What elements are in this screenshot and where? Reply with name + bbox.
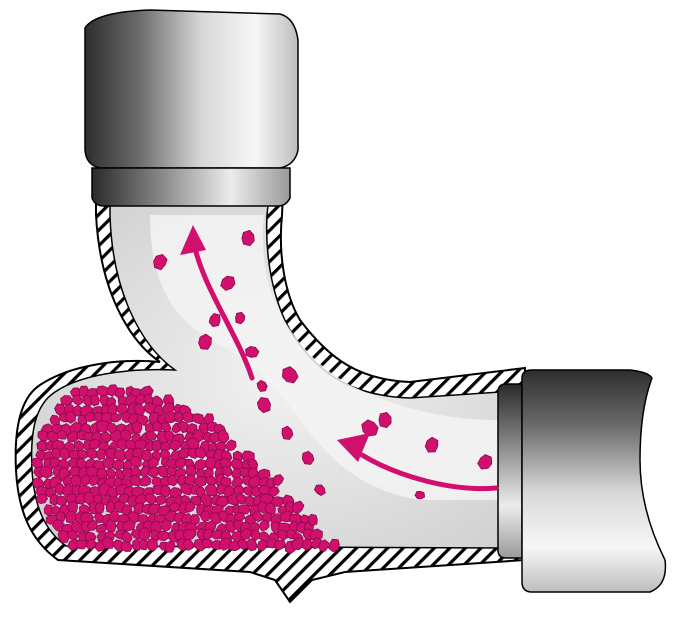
pocket-particle <box>147 538 157 551</box>
top-collar <box>92 168 290 206</box>
top-cap <box>85 10 298 168</box>
side-cap <box>522 370 665 592</box>
pocket-particle <box>110 414 120 422</box>
pocket-particle <box>206 457 217 470</box>
pocket-particle <box>132 421 142 433</box>
inlet-coupling <box>85 10 298 206</box>
pocket-particle <box>201 511 210 522</box>
flying-particle <box>379 412 391 427</box>
pocket-particle <box>152 440 161 452</box>
flying-particle <box>415 491 425 498</box>
outlet-coupling <box>498 370 665 592</box>
side-collar <box>498 384 522 558</box>
